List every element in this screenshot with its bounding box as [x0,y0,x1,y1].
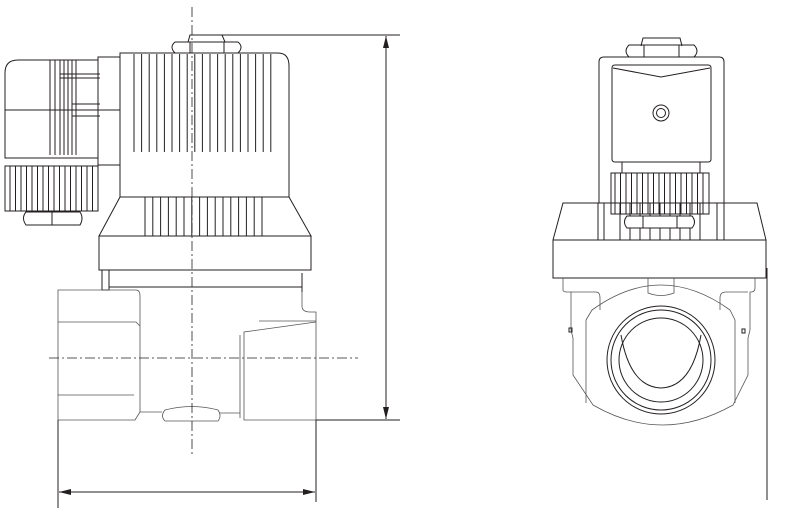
lower-nut [624,215,695,229]
bonnet [98,196,312,237]
coil-face [611,64,712,163]
cable-gland [4,165,99,212]
width-dimension [57,420,317,508]
port-opening [618,317,704,403]
front-view [552,37,768,500]
coil-housing [598,56,725,203]
coil [119,52,290,198]
connector-ribs [49,60,77,155]
valve-body [57,289,141,421]
drain-plug [162,406,221,422]
connector-plug [4,59,99,159]
side-view [4,7,400,508]
top-nut [625,44,698,58]
height-dimension [200,34,400,421]
bonnet-plate [98,235,312,271]
connector-base [97,56,121,166]
top-cap [640,37,683,47]
top-nut [171,41,242,54]
port-outer-ring [606,305,716,415]
top-cap [187,34,226,43]
body-outlet [239,292,317,421]
hex-screw-icon [652,104,670,122]
gland-nut [23,211,83,226]
front-body [562,278,756,426]
